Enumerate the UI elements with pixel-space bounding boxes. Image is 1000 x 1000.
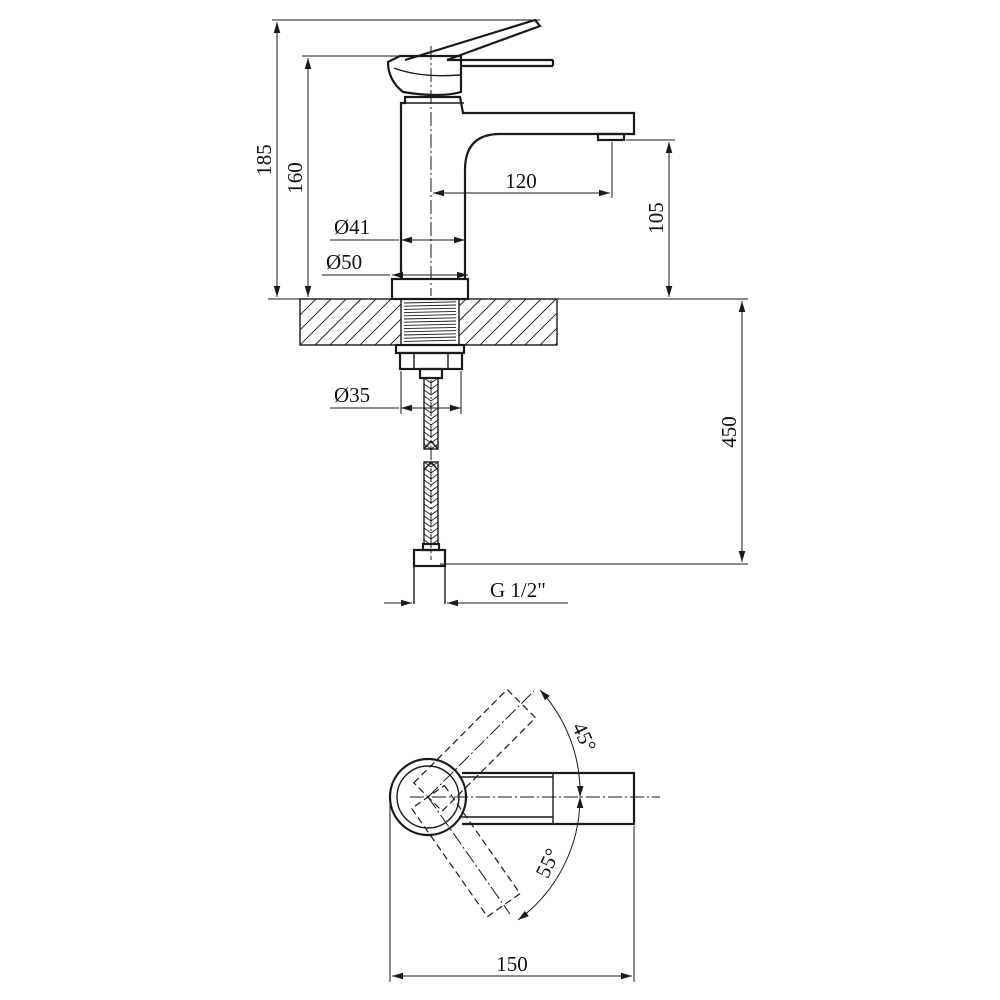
top-view: 45° 55° 150 bbox=[388, 688, 660, 982]
mounting-nut bbox=[394, 343, 466, 380]
label-base-diameter: Ø50 bbox=[326, 250, 362, 274]
dimension-base-diameter: Ø50 bbox=[322, 250, 468, 279]
label-shank-diameter: Ø35 bbox=[334, 383, 370, 407]
side-view: 185 160 120 105 Ø41 Ø50 bbox=[252, 18, 748, 607]
dimension-total-height: 185 bbox=[252, 19, 540, 297]
mixer-body bbox=[399, 95, 636, 279]
label-lever-angle-45: 45° bbox=[567, 719, 601, 756]
hose-end-fitting bbox=[412, 542, 447, 604]
base-ring bbox=[390, 277, 470, 301]
label-body-diameter: Ø41 bbox=[334, 215, 370, 239]
dimension-spout-height: 105 bbox=[626, 139, 675, 297]
label-overall-width: 150 bbox=[496, 952, 528, 976]
dimension-body-height: 160 bbox=[283, 55, 400, 297]
dimension-spout-reach: 120 bbox=[433, 142, 613, 198]
rotation-axis-55 bbox=[427, 796, 511, 915]
dimension-overall-width: 150 bbox=[389, 797, 635, 982]
label-hose-length: 450 bbox=[717, 416, 741, 448]
dimension-body-diameter: Ø41 bbox=[330, 215, 465, 244]
label-spout-reach: 120 bbox=[505, 169, 537, 193]
braided-hose-lower bbox=[423, 461, 439, 545]
aerator bbox=[596, 132, 626, 142]
handle-lever bbox=[386, 18, 555, 97]
label-body-height: 160 bbox=[283, 162, 307, 194]
threaded-shank bbox=[400, 298, 460, 346]
label-total-height: 185 bbox=[252, 144, 276, 176]
angle-arc-55 bbox=[517, 796, 584, 921]
angle-arc-45 bbox=[539, 689, 584, 798]
dimension-shank-diameter: Ø35 bbox=[330, 371, 462, 414]
label-lever-angle-55: 55° bbox=[531, 845, 565, 882]
label-spout-height: 105 bbox=[644, 202, 668, 234]
dimension-connection-thread: G 1/2" bbox=[384, 578, 568, 607]
label-connection-thread: G 1/2" bbox=[490, 578, 546, 602]
dimension-hose-length: 450 bbox=[440, 301, 748, 565]
rotation-axis-45 bbox=[427, 690, 535, 798]
